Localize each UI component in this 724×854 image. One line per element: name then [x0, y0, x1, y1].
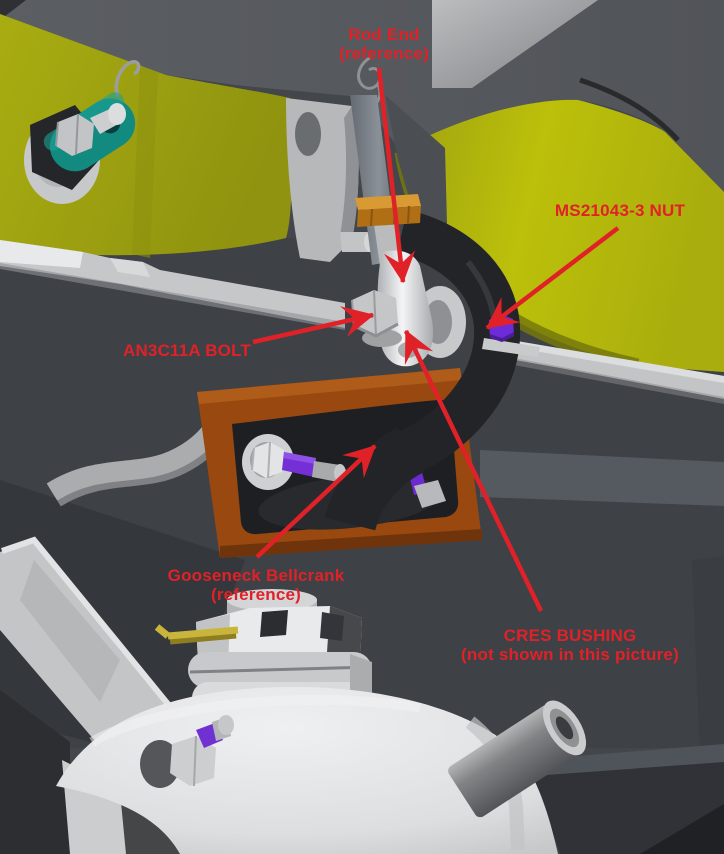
knurled-ring: [140, 740, 180, 788]
gooseneck-arrow: [255, 444, 377, 559]
rod-end-arrow: [376, 67, 416, 284]
upper-fuselage-panel: [0, 0, 724, 200]
tube-bore: [555, 716, 574, 740]
rod-end-label: Rod End (reference): [339, 25, 429, 63]
corner-shadow-bottom-left: [0, 690, 70, 854]
bolt-stub-end: [108, 103, 126, 125]
yellow-bulkhead-right: [400, 99, 724, 373]
ms-nut-arrow: [485, 226, 620, 330]
cres-label-line2: (not shown in this picture): [461, 645, 679, 664]
jam-nut: [355, 194, 421, 227]
pivot-pin-tip-right: [414, 480, 446, 508]
pivot-bolt-facets: [251, 441, 271, 479]
cres-bushing-arrow: [403, 329, 544, 612]
hex-nut-facets: [55, 113, 79, 155]
gooseneck-label: Gooseneck Bellcrank (reference): [168, 566, 345, 604]
cotter-pin-shadow: [169, 629, 237, 645]
right-sill: [487, 336, 724, 404]
pivot-pin-tip: [312, 461, 340, 482]
fitting-slot: [295, 112, 321, 156]
plate-bottom-shade: [220, 529, 482, 558]
support-fitting: [286, 98, 376, 262]
safety-wire-icon: [114, 60, 141, 98]
panel-gap-line: [579, 77, 680, 142]
plate-top-bevel: [197, 368, 462, 404]
cres-label-line1: CRES BUSHING: [503, 626, 637, 645]
fitting-stub: [340, 232, 372, 252]
left-sill: [0, 240, 345, 330]
castellation-slot: [260, 610, 288, 637]
dome-attach-bolt: [140, 715, 234, 788]
corner-shadow-top-left: [0, 0, 26, 20]
an-bolt-arrow: [252, 306, 375, 345]
washer-gap-line: [189, 665, 373, 674]
dome-bolt-tip-end: [218, 715, 234, 735]
light-band-right: [480, 450, 724, 506]
nut-washer-plate: [482, 338, 540, 357]
dome-bolt-head: [170, 736, 216, 786]
yellow-panel-seam: [132, 66, 158, 258]
nut-cap-top: [227, 589, 317, 611]
dome-fairing: [56, 686, 558, 854]
dome-highlight: [89, 694, 421, 747]
upper-left-bolt-assembly: [24, 92, 136, 204]
hex-nut: [56, 114, 94, 156]
diagonal-band-dark: [533, 762, 724, 854]
gooseneck-label-line2: (reference): [210, 585, 302, 604]
corner-shadow-bottom-right: [640, 804, 724, 854]
ms-nut-label: MS21043-3 NUT: [554, 201, 686, 220]
light-facet-top: [432, 0, 598, 88]
an-bolt-label: AN3C11A BOLT: [122, 341, 252, 360]
callout-arrows: [252, 67, 620, 612]
rod-end-label-line1: Rod End: [348, 25, 420, 44]
castellation-slot-2: [320, 612, 344, 641]
gooseneck-label-line1: Gooseneck Bellcrank: [167, 566, 345, 585]
cres-bushing-label: CRES BUSHING (not shown in this picture): [461, 626, 679, 664]
bushing-tube: [448, 700, 587, 818]
right-edge-shade: [692, 556, 724, 764]
cotter-pin: [154, 624, 239, 640]
rod-end-label-line2: (reference): [338, 44, 430, 63]
purple-sleeve-highlight: [283, 452, 316, 464]
